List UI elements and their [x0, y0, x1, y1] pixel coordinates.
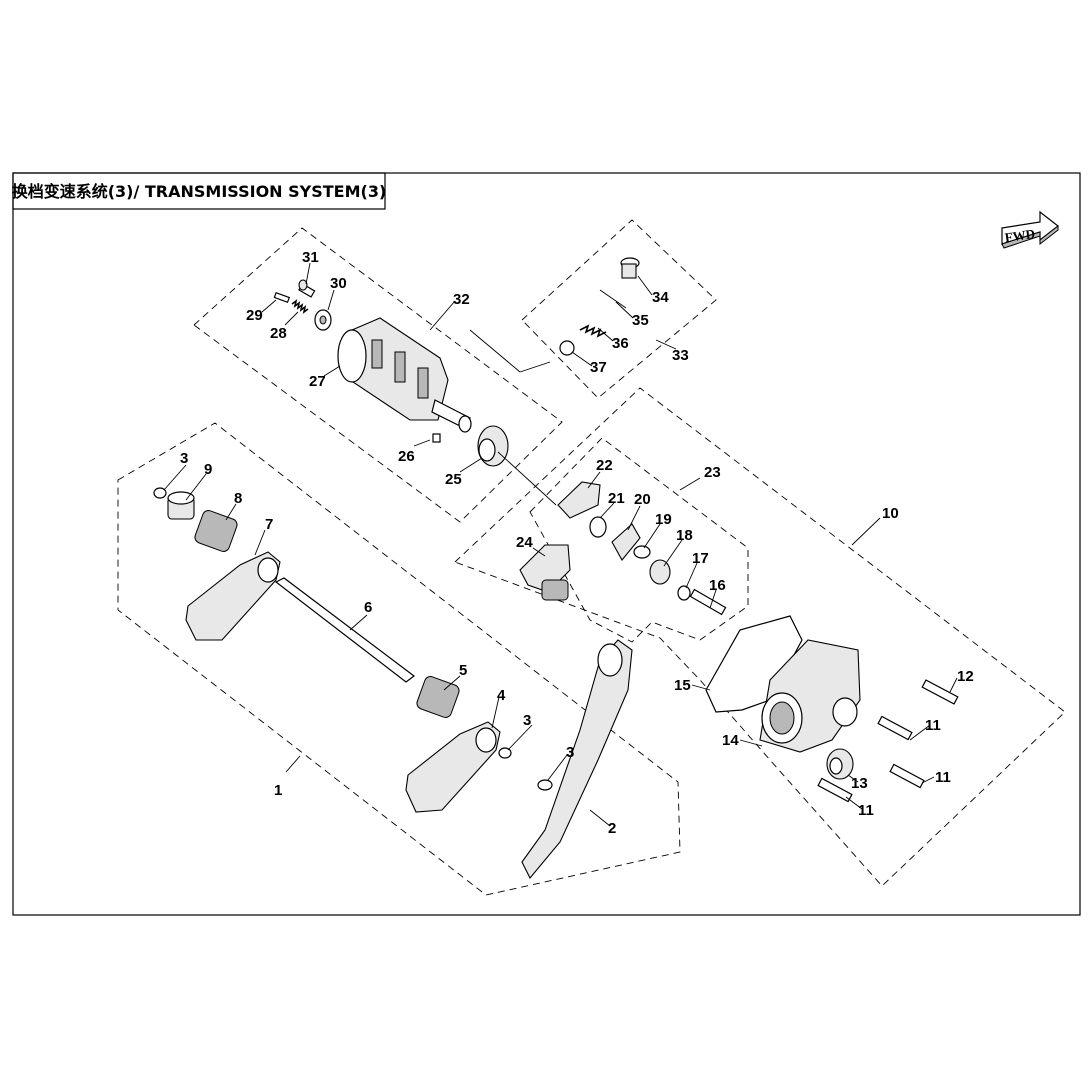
label-part-32: 32	[453, 291, 470, 308]
bolt-c-part	[889, 763, 925, 789]
group-outline-shift-shaft	[117, 422, 681, 896]
label-part-9: 9	[204, 461, 212, 478]
bolt-e-part	[921, 679, 959, 705]
oil-seal-part	[826, 748, 854, 780]
collar-part	[589, 516, 607, 538]
washer-a-part	[633, 545, 651, 559]
label-part-8: 8	[234, 490, 242, 507]
group-outline-detent	[521, 219, 717, 399]
bolt-b-part	[877, 715, 913, 741]
label-part-18: 18	[676, 527, 693, 544]
label-part-15: 15	[674, 677, 691, 694]
label-part-11b: 11	[935, 769, 951, 786]
label-part-31: 31	[302, 249, 319, 266]
label-part-21: 21	[608, 490, 625, 507]
plate-washer-part	[314, 309, 332, 331]
label-part-11a: 11	[925, 717, 941, 734]
label-part-29: 29	[246, 307, 263, 324]
label-part-13: 13	[851, 775, 868, 792]
gear-shift-arm-part	[519, 544, 571, 601]
label-part-27: 27	[309, 373, 326, 390]
circlip-b-part	[537, 779, 553, 791]
ratchet-gear-part	[611, 523, 641, 561]
shift-fork-upper-part	[185, 551, 281, 641]
shift-fork-lower-part	[405, 721, 501, 813]
label-part-24: 24	[516, 534, 533, 551]
label-part-5: 5	[459, 662, 467, 679]
label-part-2: 2	[608, 820, 616, 837]
diagram-title: 换档变速系统(3)/ TRANSMISSION SYSTEM(3)	[12, 182, 387, 201]
label-part-6: 6	[364, 599, 372, 616]
label-part-11c: 11	[858, 802, 874, 819]
fwd-arrow-icon: FWD	[1001, 210, 1059, 249]
label-part-3a: 3	[180, 450, 188, 467]
label-part-16: 16	[709, 577, 726, 594]
label-part-35: 35	[632, 312, 649, 329]
label-part-34: 34	[652, 289, 669, 306]
label-part-36: 36	[612, 335, 629, 352]
label-part-37: 37	[590, 359, 607, 376]
label-part-33: 33	[672, 347, 689, 364]
spring-collar-part	[153, 487, 167, 499]
group-outline-shift-drum	[193, 227, 563, 523]
shift-shaft-part	[274, 577, 415, 683]
title-box	[12, 172, 386, 210]
cam-plate-part	[649, 559, 671, 585]
washer-b-part	[677, 585, 691, 601]
detent-plug-part	[620, 257, 640, 279]
bolt-a-part	[689, 588, 727, 616]
return-spring-part	[416, 676, 460, 718]
small-pin-part	[432, 433, 441, 443]
label-part-4: 4	[497, 687, 506, 704]
label-part-28: 28	[270, 325, 287, 342]
label-part-25: 25	[445, 471, 462, 488]
small-spring-part	[291, 299, 309, 314]
label-part-14: 14	[722, 732, 739, 749]
bolt-d-part	[817, 777, 853, 803]
label-part-20: 20	[634, 491, 651, 508]
label-part-3b: 3	[523, 712, 531, 729]
bushing-part	[167, 491, 195, 520]
pin-part	[273, 291, 291, 303]
label-part-22: 22	[596, 457, 613, 474]
label-part-7: 7	[265, 516, 273, 533]
label-part-10: 10	[882, 505, 899, 522]
detent-spring-part	[579, 324, 607, 338]
fwd-label: FWD	[1004, 226, 1036, 245]
bearing-part	[477, 425, 509, 467]
stopper-plate-part	[557, 481, 601, 519]
label-part-19: 19	[655, 511, 672, 528]
group-outline-shift-gear	[529, 437, 749, 643]
shift-lever-part	[521, 639, 633, 879]
o-ring-part	[599, 289, 627, 309]
diagram-frame	[12, 172, 1081, 916]
large-spring-part	[194, 510, 238, 552]
shift-drum-part	[337, 317, 472, 433]
circlip-a-part	[498, 747, 512, 759]
label-part-17: 17	[692, 550, 709, 567]
label-part-26: 26	[398, 448, 415, 465]
label-part-1: 1	[274, 782, 282, 799]
label-part-30: 30	[330, 275, 347, 292]
detent-bolt-part	[298, 279, 316, 298]
leader-lines	[163, 262, 958, 827]
detent-ball-part	[559, 340, 575, 356]
label-part-3c: 3	[566, 744, 574, 761]
label-part-23: 23	[704, 464, 721, 481]
label-part-12: 12	[957, 668, 974, 685]
cover-part	[759, 639, 861, 753]
